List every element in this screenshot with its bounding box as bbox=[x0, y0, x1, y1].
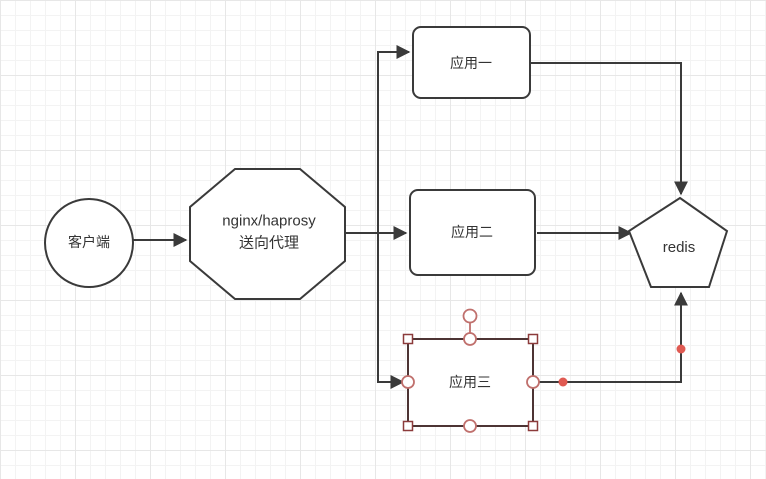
node-client-circle[interactable] bbox=[44, 198, 134, 288]
connection-handle-top[interactable] bbox=[463, 332, 477, 346]
connection-handle-bottom[interactable] bbox=[463, 419, 477, 433]
selection-overlay-app3 bbox=[401, 308, 686, 433]
node-app3-rect[interactable] bbox=[407, 338, 534, 427]
edge-waypoint-dot-vertical[interactable] bbox=[676, 344, 686, 354]
edge-proxy-to-app3[interactable] bbox=[345, 232, 405, 389]
edge-waypoint-dot-horizontal[interactable] bbox=[558, 377, 568, 387]
node-proxy-octagon[interactable] bbox=[189, 168, 346, 300]
edge-proxy-to-app1[interactable] bbox=[345, 45, 411, 234]
resize-handle-bottom-left[interactable] bbox=[402, 420, 414, 432]
connection-handle-right[interactable] bbox=[526, 375, 540, 389]
edge-app1-to-redis[interactable] bbox=[530, 62, 688, 196]
edge-app3-to-redis[interactable] bbox=[535, 291, 688, 383]
connection-handle-left[interactable] bbox=[401, 375, 415, 389]
node-redis-pentagon[interactable] bbox=[627, 196, 729, 288]
rotation-handle[interactable] bbox=[462, 308, 478, 324]
node-app2-rect[interactable] bbox=[409, 189, 536, 276]
resize-handle-bottom-right[interactable] bbox=[527, 420, 539, 432]
resize-handle-top-right[interactable] bbox=[527, 333, 539, 345]
resize-handle-top-left[interactable] bbox=[402, 333, 414, 345]
node-app1-rect[interactable] bbox=[412, 26, 531, 99]
